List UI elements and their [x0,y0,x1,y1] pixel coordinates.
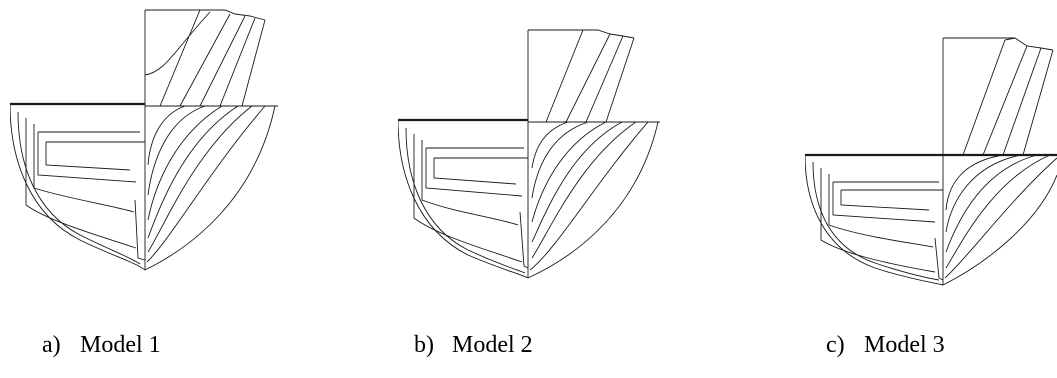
caption-model-3: c) Model 3 [826,332,945,359]
caption-label-b: b) [414,332,434,358]
body-plan-model-2 [398,0,668,290]
body-plan-model-1 [10,0,280,290]
caption-text-model-1: Model 1 [80,332,161,358]
hull-sections-diagram-1 [10,9,278,271]
body-plan-model-3 [805,0,1057,300]
hull-sections-diagram-3 [805,37,1057,286]
caption-model-1: a) Model 1 [42,332,161,359]
caption-text-model-3: Model 3 [864,332,945,358]
caption-label-a: a) [42,332,61,358]
hull-sections-diagram-2 [398,29,660,279]
caption-text-model-2: Model 2 [452,332,533,358]
caption-model-2: b) Model 2 [414,332,533,359]
caption-label-c: c) [826,332,845,358]
